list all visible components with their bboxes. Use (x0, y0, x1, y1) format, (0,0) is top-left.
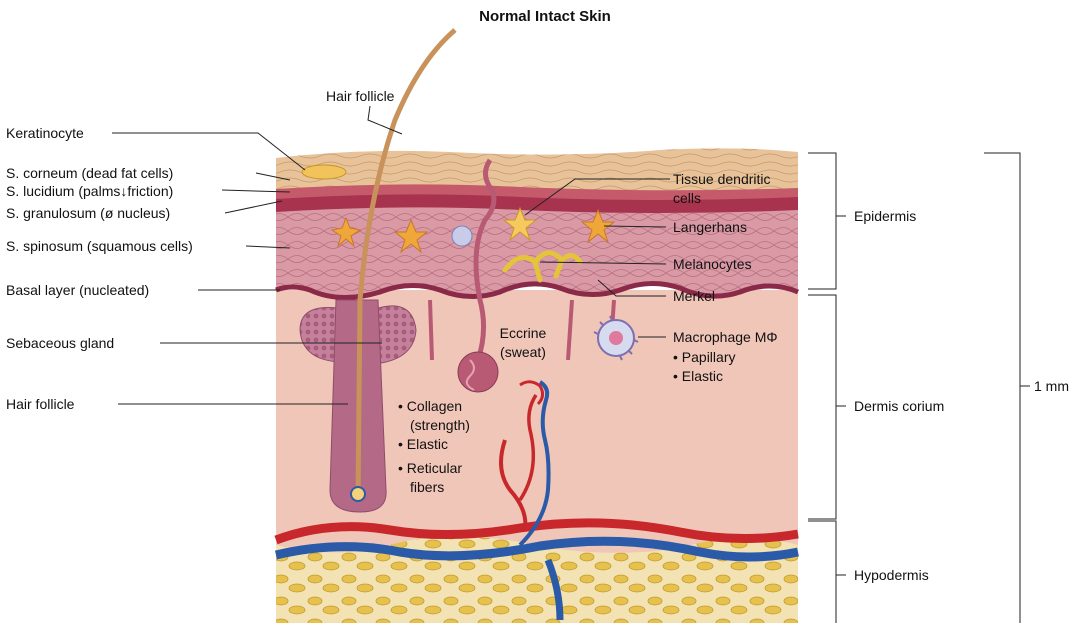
label-basal-layer: Basal layer (nucleated) (6, 282, 149, 299)
label-elastic-right: • Elastic (673, 368, 723, 385)
label-collagen-2: (strength) (410, 417, 470, 434)
label-hypodermis: Hypodermis (854, 567, 929, 584)
label-thickness: 1 mm (1034, 378, 1069, 395)
label-papillary: • Papillary (673, 349, 735, 366)
keratinocyte-cell (302, 165, 346, 179)
label-elastic-center: • Elastic (398, 436, 448, 453)
label-sebaceous-gland: Sebaceous gland (6, 335, 114, 352)
label-s-corneum: S. corneum (dead fat cells) (6, 165, 173, 182)
label-langerhans: Langerhans (673, 219, 747, 236)
label-keratinocyte: Keratinocyte (6, 125, 84, 142)
label-eccrine-1: Eccrine (492, 325, 554, 342)
label-s-spinosum: S. spinosum (squamous cells) (6, 238, 193, 255)
label-macrophage: Macrophage MΦ (673, 329, 778, 346)
label-eccrine-2: (sweat) (492, 344, 554, 361)
label-s-granulosum: S. granulosum (ø nucleus) (6, 205, 170, 222)
label-reticular-1: • Reticular (398, 460, 462, 477)
label-tissue-dendritic-1: Tissue dendritic (673, 171, 771, 188)
label-s-lucidium: S. lucidium (palms↓friction) (6, 183, 173, 200)
label-merkel: Merkel (673, 288, 715, 305)
label-reticular-2: fibers (410, 479, 444, 496)
label-tissue-dendritic-2: cells (673, 190, 701, 207)
label-hair-follicle: Hair follicle (6, 396, 74, 413)
label-dermis: Dermis corium (854, 398, 944, 415)
merkel-cell (452, 226, 472, 246)
label-hair-follicle-top: Hair follicle (326, 88, 394, 105)
label-melanocytes: Melanocytes (673, 256, 752, 273)
label-collagen-1: • Collagen (398, 398, 462, 415)
label-epidermis: Epidermis (854, 208, 916, 225)
layer-brackets (808, 153, 1030, 623)
